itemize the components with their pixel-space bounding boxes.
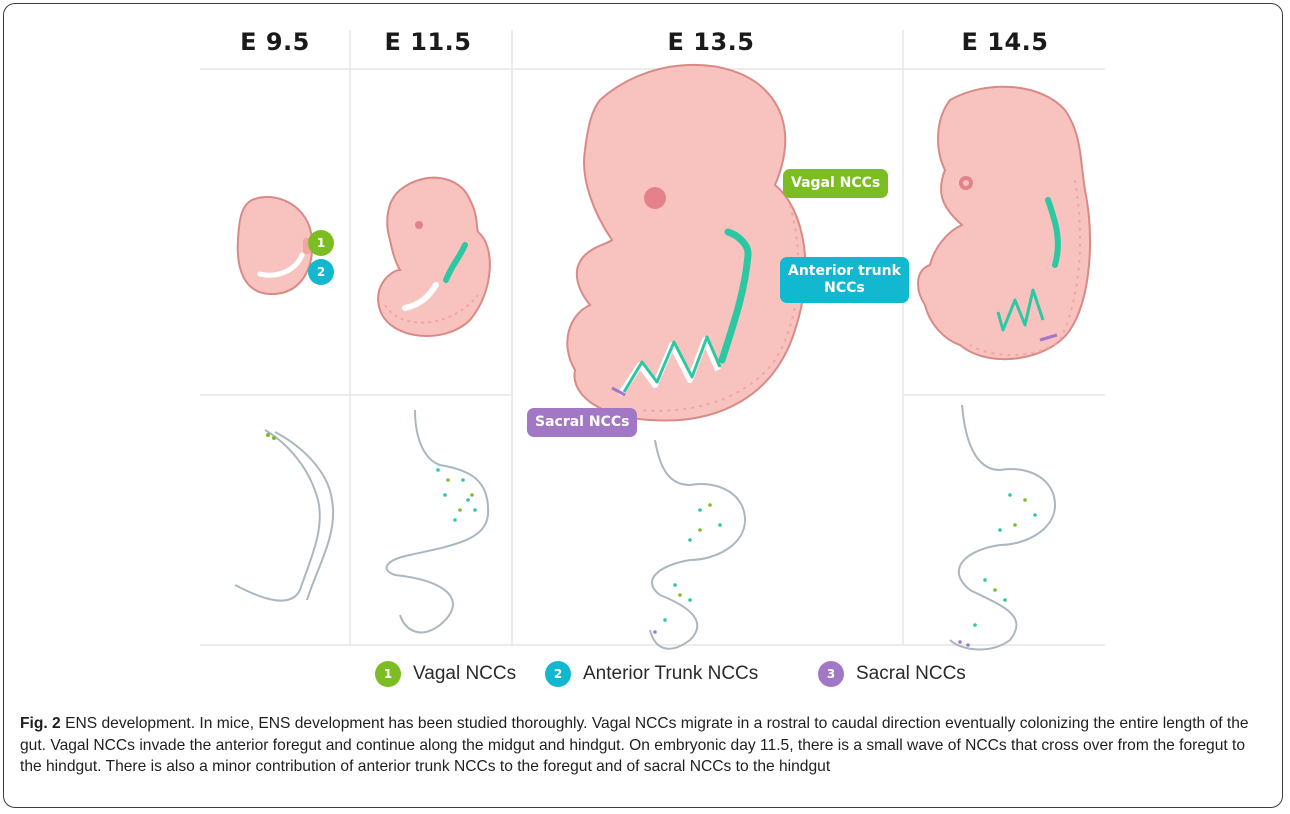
stage-label-e9-5: E 9.5	[205, 28, 345, 56]
callout-trunk-line1: Anterior trunk	[788, 263, 901, 280]
gut-e13-5	[650, 440, 745, 649]
embryo-e11-5	[378, 178, 490, 336]
gut-cells	[266, 433, 1037, 647]
gut-e14-5	[950, 405, 1055, 649]
gut-e11-5	[387, 410, 489, 632]
legend-dot-trunk: 2	[545, 661, 571, 687]
embryo-e13-5	[567, 65, 805, 421]
badge-trunk: 2	[308, 259, 334, 285]
legend-label-vagal: Vagal NCCs	[413, 663, 516, 685]
legend-item-sacral: 3 Sacral NCCs	[818, 660, 966, 688]
badge-vagal: 1	[308, 230, 334, 256]
legend-dot-sacral: 3	[818, 661, 844, 687]
embryo-e14-5	[918, 87, 1090, 359]
caption-text: ENS development. In mice, ENS developmen…	[20, 715, 1249, 775]
figure-caption: Fig. 2 ENS development. In mice, ENS dev…	[20, 713, 1265, 778]
callout-vagal-nccs: Vagal NCCs	[783, 169, 888, 198]
stage-label-e14-5: E 14.5	[935, 28, 1075, 56]
stage-label-e11-5: E 11.5	[358, 28, 498, 56]
callout-trunk-line2: NCCs	[788, 280, 901, 297]
legend-label-sacral: Sacral NCCs	[856, 663, 966, 685]
callout-sacral-nccs: Sacral NCCs	[527, 408, 637, 437]
legend-dot-vagal: 1	[375, 661, 401, 687]
gut-e9-5	[235, 430, 333, 601]
callout-anterior-trunk-nccs: Anterior trunk NCCs	[780, 257, 909, 303]
legend-item-trunk: 2 Anterior Trunk NCCs	[545, 660, 758, 688]
caption-figure-number: Fig. 2	[20, 715, 61, 732]
legend-label-trunk: Anterior Trunk NCCs	[583, 663, 758, 685]
stage-label-e13-5: E 13.5	[641, 28, 781, 56]
embryo-e9-5	[238, 197, 312, 294]
legend-item-vagal: 1 Vagal NCCs	[375, 660, 516, 688]
